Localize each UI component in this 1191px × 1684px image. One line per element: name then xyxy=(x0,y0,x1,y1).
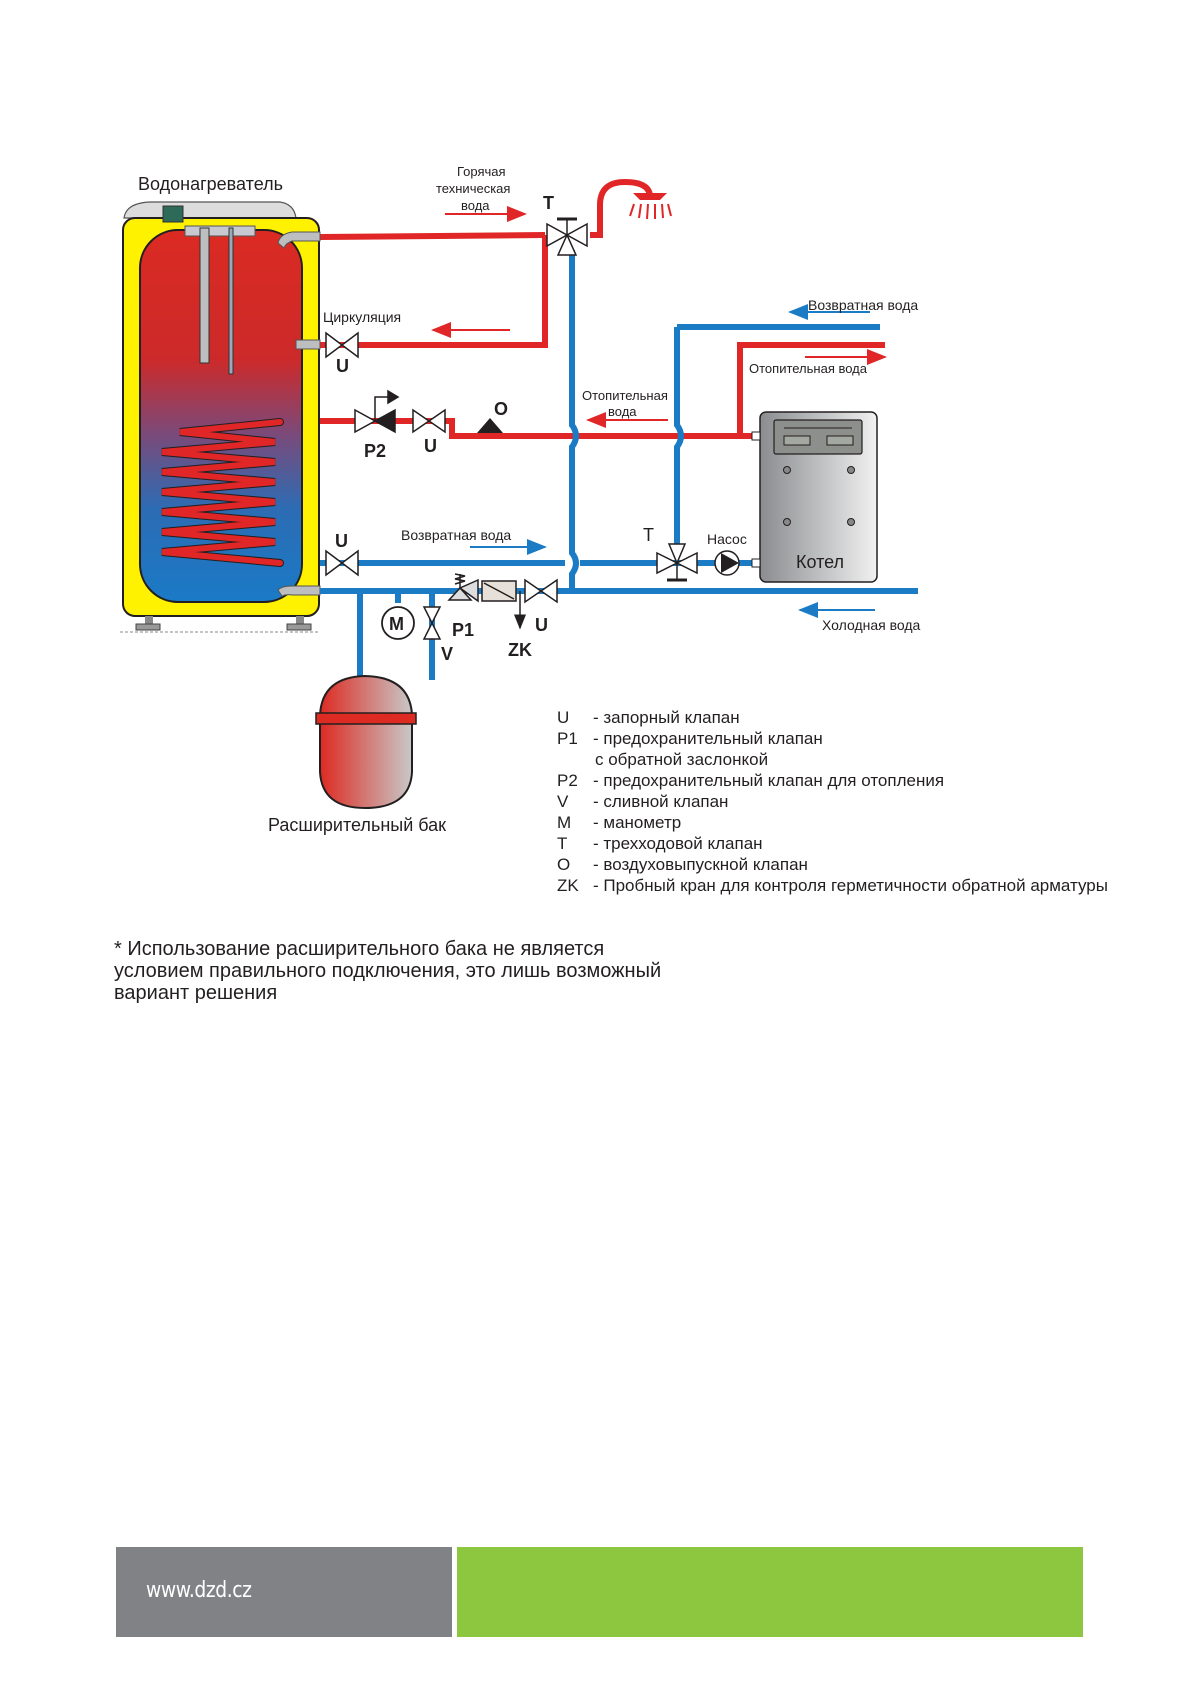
legend: U- запорный клапан P1- предохранительный… xyxy=(553,707,1108,896)
hot-water-label: Горячая техническая вода xyxy=(436,164,510,213)
svg-text:Отопительная: Отопительная xyxy=(582,388,668,403)
expansion-tank-label: Расширительный бак xyxy=(268,815,446,835)
water-heater-label: Водонагреватель xyxy=(138,174,283,194)
valve-label-u-cold: U xyxy=(535,615,548,635)
svg-text:Горячая: Горячая xyxy=(457,164,506,179)
safety-valve-p2[interactable] xyxy=(354,389,400,434)
boiler xyxy=(751,411,878,583)
footer-url-link[interactable]: www.dzd.cz xyxy=(146,1578,252,1603)
valve-label-t-top: T xyxy=(543,193,554,213)
svg-text:техническая: техническая xyxy=(436,181,510,196)
svg-text:вода: вода xyxy=(461,198,490,213)
boiler-label: Котел xyxy=(796,552,844,572)
footnote: * Использование расширительного бака не … xyxy=(114,938,662,1004)
valve-label-u-circulation: U xyxy=(336,356,349,376)
valve-label-u-return: U xyxy=(335,531,348,551)
return-water-mid-label: Возвратная вода xyxy=(401,527,511,543)
return-water-top-label: Возвратная вода xyxy=(808,297,918,313)
legend-item-continuation: с обратной заслонкой xyxy=(595,750,769,769)
expansion-tank xyxy=(315,674,417,810)
heating-water-mid-label: Отопительная вода xyxy=(582,388,668,419)
three-way-valve-right[interactable] xyxy=(656,543,698,582)
cold-water-label: Холодная вода xyxy=(822,617,921,633)
flow-arrows xyxy=(431,206,887,618)
valve-label-p1: P1 xyxy=(452,620,474,640)
shutoff-valve-cold[interactable] xyxy=(524,578,558,604)
heating-connection-diagram: Водонагреватель xyxy=(120,164,921,835)
footer-grey-block xyxy=(116,1547,452,1637)
tank-outlets xyxy=(277,231,321,597)
valve-label-zk: ZK xyxy=(508,640,532,660)
legend-item: P2- предохранительный клапан для отоплен… xyxy=(557,771,945,790)
circulation-label: Циркуляция xyxy=(323,309,401,325)
shutoff-valve-return[interactable] xyxy=(325,549,359,577)
drain-valve[interactable] xyxy=(422,606,442,640)
legend-item: M- манометр xyxy=(557,813,682,832)
valve-label-t-right: T xyxy=(643,525,654,545)
valve-label-o: O xyxy=(494,399,508,419)
legend-item: T- трехходовой клапан xyxy=(557,834,763,853)
valve-label-m: M xyxy=(389,614,404,634)
air-vent-icon[interactable] xyxy=(477,418,503,433)
heat-exchanger-coil xyxy=(161,418,284,567)
pump-label: Насос xyxy=(707,531,747,547)
shutoff-valve-circulation[interactable] xyxy=(325,331,359,359)
safety-valve-p1[interactable] xyxy=(447,573,517,603)
valve-label-u-heating: U xyxy=(424,436,437,456)
legend-item: V- сливной клапан xyxy=(557,792,729,811)
legend-item: ZK- Пробный кран для контроля герметично… xyxy=(557,876,1108,895)
valve-label-v: V xyxy=(441,644,453,664)
pressure-gauge-icon xyxy=(381,606,415,640)
three-way-valve-top[interactable] xyxy=(546,217,588,256)
valve-label-p2: P2 xyxy=(364,441,386,461)
shower-head-icon xyxy=(629,193,672,220)
shutoff-valve-heating[interactable] xyxy=(412,408,446,434)
pump-icon[interactable] xyxy=(714,550,740,576)
svg-text:вода: вода xyxy=(608,404,637,419)
legend-item: U- запорный клапан xyxy=(557,708,740,727)
legend-item: P1- предохранительный клапан xyxy=(557,729,823,748)
heating-water-top-label: Отопительная вода xyxy=(749,361,868,376)
water-heater xyxy=(120,201,320,633)
legend-item: O- воздуховыпускной клапан xyxy=(557,855,808,874)
footer-green-block xyxy=(457,1547,1083,1637)
